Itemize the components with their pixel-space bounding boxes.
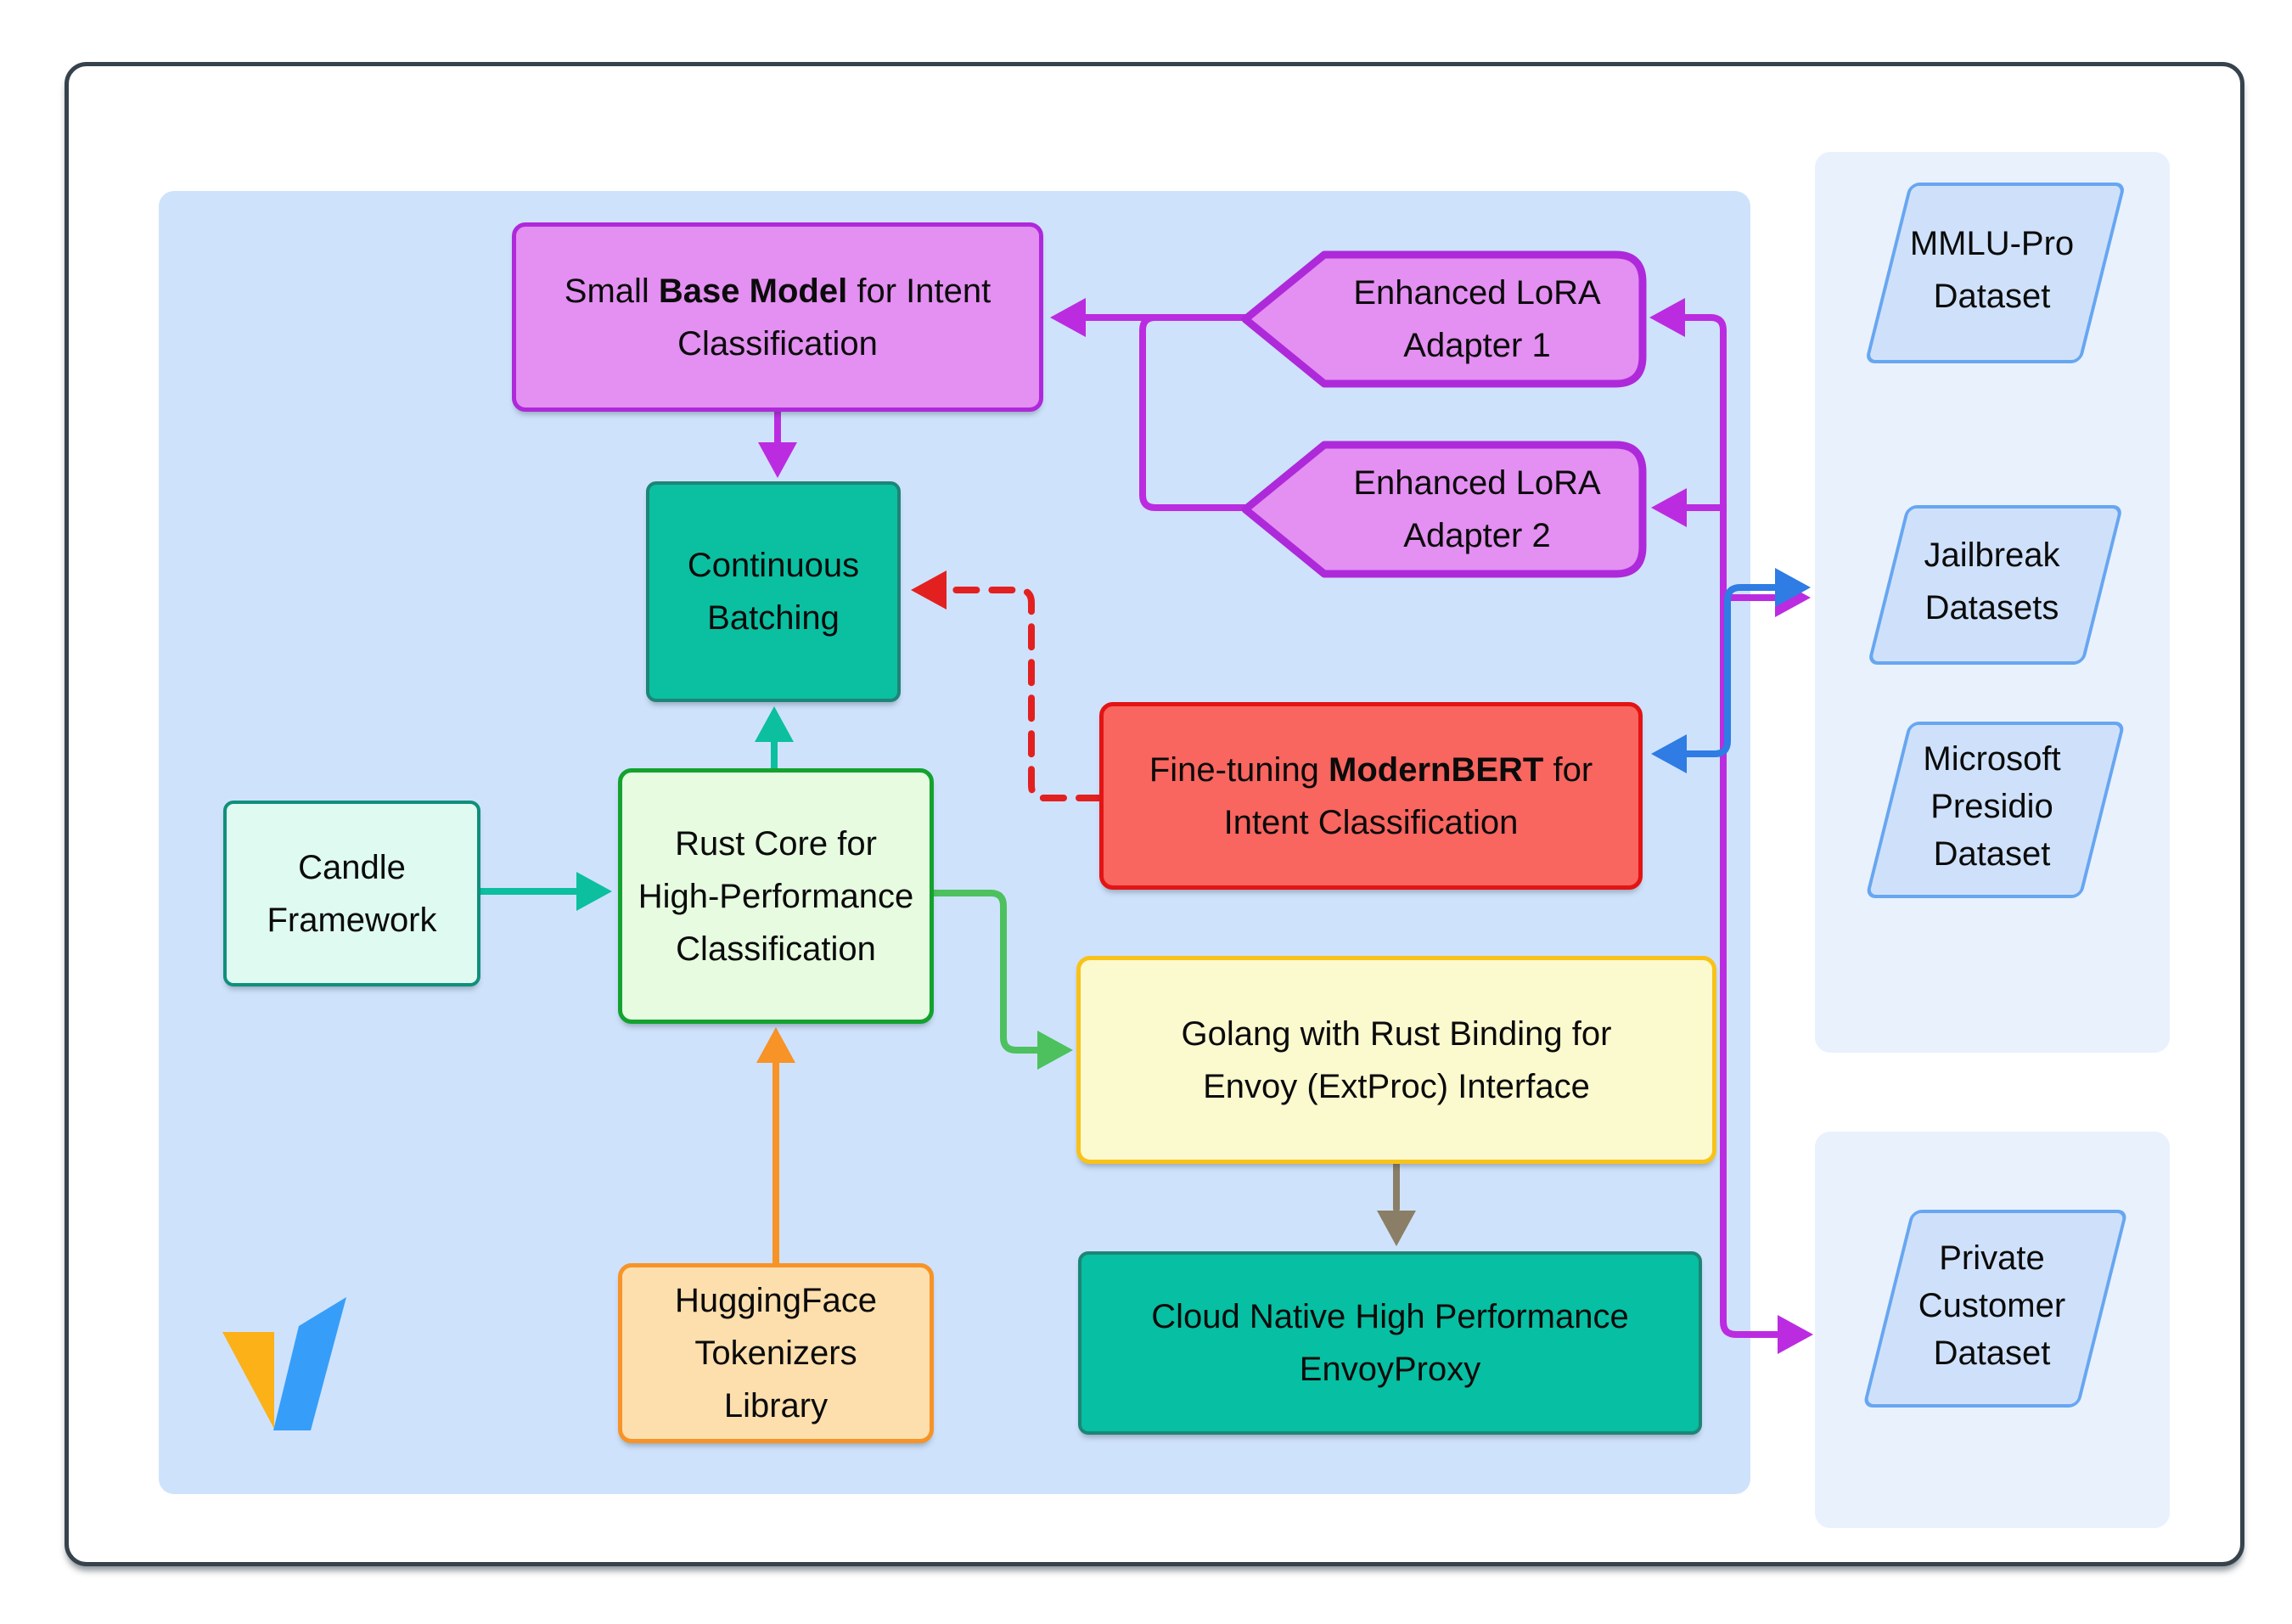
node-candle-framework: Candle Framework xyxy=(223,801,480,986)
jailbreak-datasets-label: Jailbreak Datasets xyxy=(1924,537,2060,627)
node-rust-core: Rust Core for High-Performance Classific… xyxy=(618,768,934,1024)
node-huggingface-tokenizers: HuggingFace Tokenizers Library xyxy=(618,1263,934,1443)
base-model-line2: Classification xyxy=(677,324,878,362)
node-envoyproxy: Cloud Native High Performance EnvoyProxy xyxy=(1078,1251,1702,1435)
node-adapter2-label: Enhanced LoRA Adapter 2 xyxy=(1353,464,1601,554)
base-model-line1: Small Base Model for Intent xyxy=(564,272,992,310)
modernbert-line2: Intent Classification xyxy=(1223,803,1519,841)
node-base-model: Small Base Model for Intent Classificati… xyxy=(512,222,1043,412)
node-golang-binding: Golang with Rust Binding for Envoy (ExtP… xyxy=(1076,956,1716,1164)
node-adapter1-label: Enhanced LoRA Adapter 1 xyxy=(1353,274,1601,364)
node-continuous-batching: Continuous Batching xyxy=(646,481,901,702)
mmlu-pro-dataset-label: MMLU-Pro Dataset xyxy=(1909,224,2075,315)
private-customer-dataset-label: Private Customer Dataset xyxy=(1918,1239,2066,1372)
microsoft-presidio-dataset-label: Microsoft Presidio Dataset xyxy=(1923,740,2061,873)
modernbert-line1: Fine-tuning ModernBERT for xyxy=(1149,750,1593,789)
node-modernbert: Fine-tuning ModernBERT for Intent Classi… xyxy=(1099,702,1643,890)
